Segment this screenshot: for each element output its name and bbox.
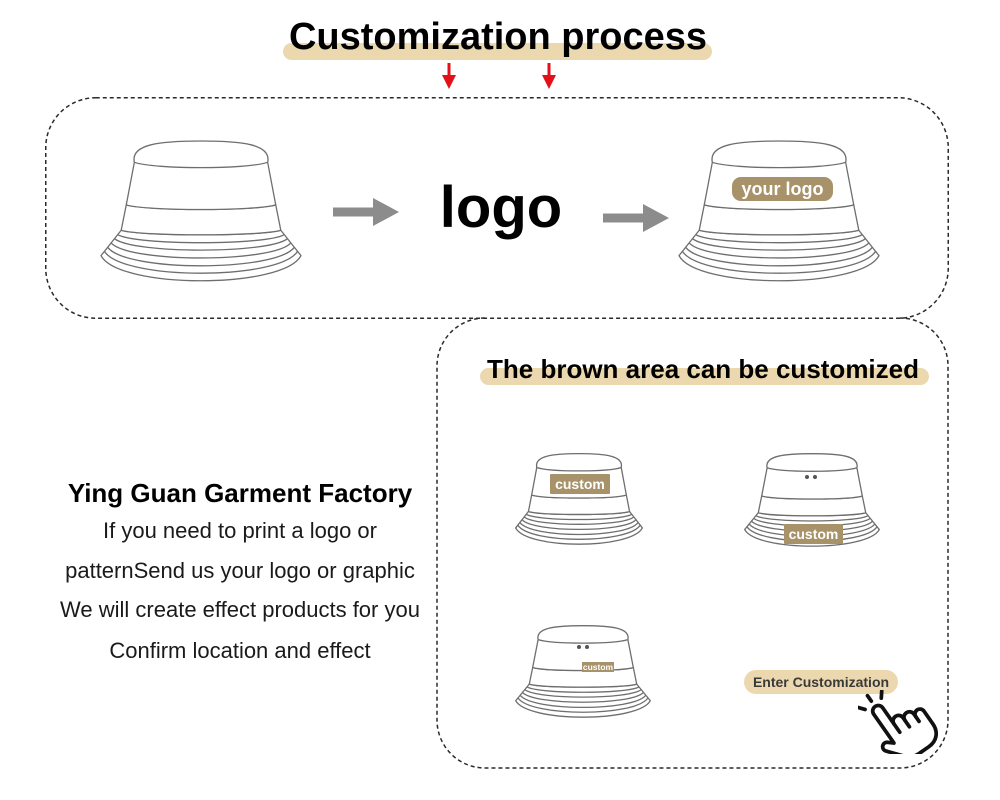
arrow-shaft xyxy=(547,63,551,77)
logo-word: logo xyxy=(439,175,563,240)
factory-name: Ying Guan Garment Factory xyxy=(67,478,413,508)
eyelet xyxy=(813,475,817,479)
page-title: Customization process xyxy=(288,16,708,58)
right-arrow-icon xyxy=(603,204,669,232)
plain-bucket-hat xyxy=(100,140,302,282)
eyelet xyxy=(577,645,581,649)
down-arrow-icon xyxy=(542,63,556,89)
eyelet xyxy=(585,645,589,649)
customize-title: The brown area can be customized xyxy=(487,354,919,384)
hand-pointer-icon xyxy=(858,690,938,754)
arrow-shaft xyxy=(447,63,451,77)
custom-area-label: custom xyxy=(784,524,843,544)
info-line: Confirm location and effect xyxy=(109,638,371,663)
info-line: We will create effect products for you xyxy=(60,597,420,622)
arrow-head xyxy=(643,204,669,232)
info-line: patternSend us your logo or graphic xyxy=(65,558,415,583)
custom-area-label: custom xyxy=(582,662,614,672)
logo-bucket-hat xyxy=(678,140,880,282)
eyelet xyxy=(805,475,809,479)
your-logo-label: your logo xyxy=(732,177,833,201)
process-panel-frame xyxy=(45,97,949,319)
tap-marks xyxy=(858,690,884,712)
finger-lines xyxy=(892,714,921,735)
enter-customization-button[interactable]: Enter Customization xyxy=(744,670,898,694)
front-logo-hat xyxy=(515,453,643,545)
arrow-head xyxy=(373,198,399,226)
custom-area-label: custom xyxy=(550,474,610,494)
title-highlight xyxy=(283,43,712,60)
subtitle-highlight xyxy=(480,368,929,385)
arrow-head xyxy=(542,75,556,89)
right-arrow-icon xyxy=(333,198,399,226)
arrow-shaft xyxy=(333,207,377,217)
info-line: If you need to print a logo or xyxy=(103,518,377,543)
down-arrow-icon xyxy=(442,63,456,89)
arrow-shaft xyxy=(603,213,647,223)
arrow-head xyxy=(442,75,456,89)
